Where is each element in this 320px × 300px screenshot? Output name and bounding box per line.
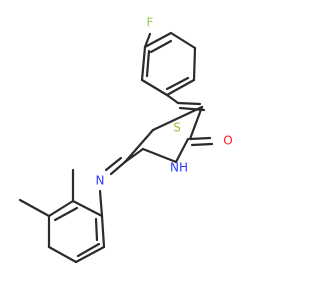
c-f-bond [143, 32, 152, 49]
ring-bond [143, 31, 173, 49]
ring-bond [151, 105, 204, 132]
aryl-vinyl-bond [165, 93, 180, 105]
ring-bond [140, 78, 169, 97]
sulfur-atom-label: S [173, 121, 181, 135]
imine-linkage [98, 156, 127, 218]
ring-bond [174, 137, 190, 164]
vinyl-bond [176, 101, 202, 106]
ring-bond [71, 199, 104, 218]
ring-double-bond [76, 242, 101, 258]
methyl-bond [18, 198, 51, 218]
carbonyl-double-bond [190, 142, 214, 147]
imine-double-bond [104, 156, 123, 172]
ring-double-bond [53, 206, 79, 222]
ring-bond [169, 31, 197, 50]
molecule-structure-diagram: F S O NH N [18, 16, 233, 264]
thiazolone-ring [123, 105, 214, 164]
n-aryl-bond [98, 189, 104, 218]
ring-double-bond [165, 76, 190, 91]
nh-atom-label: NH [170, 161, 188, 175]
ring-bond [47, 245, 78, 264]
ring-double-bond [145, 49, 151, 78]
fluorophenyl-ring [140, 31, 197, 97]
ring-bond [47, 199, 75, 218]
ring-bond [74, 245, 106, 264]
oxygen-atom-label: O [223, 134, 232, 148]
ring-double-bond [149, 39, 173, 54]
dimethylphenyl-ring [18, 168, 106, 264]
ring-bond [165, 78, 196, 97]
ring-bond [192, 46, 197, 82]
ring-bond [140, 45, 147, 82]
ring-bond [141, 147, 178, 164]
imine-nitrogen-atom-label: N [96, 174, 105, 188]
carbonyl-bond [188, 136, 212, 141]
fluorine-atom-label: F [147, 16, 154, 30]
ring-bond [100, 214, 106, 249]
ring-bond [123, 128, 155, 164]
imine-bond [109, 160, 127, 176]
ring-bond [188, 105, 204, 141]
ring-double-bond [94, 217, 99, 242]
